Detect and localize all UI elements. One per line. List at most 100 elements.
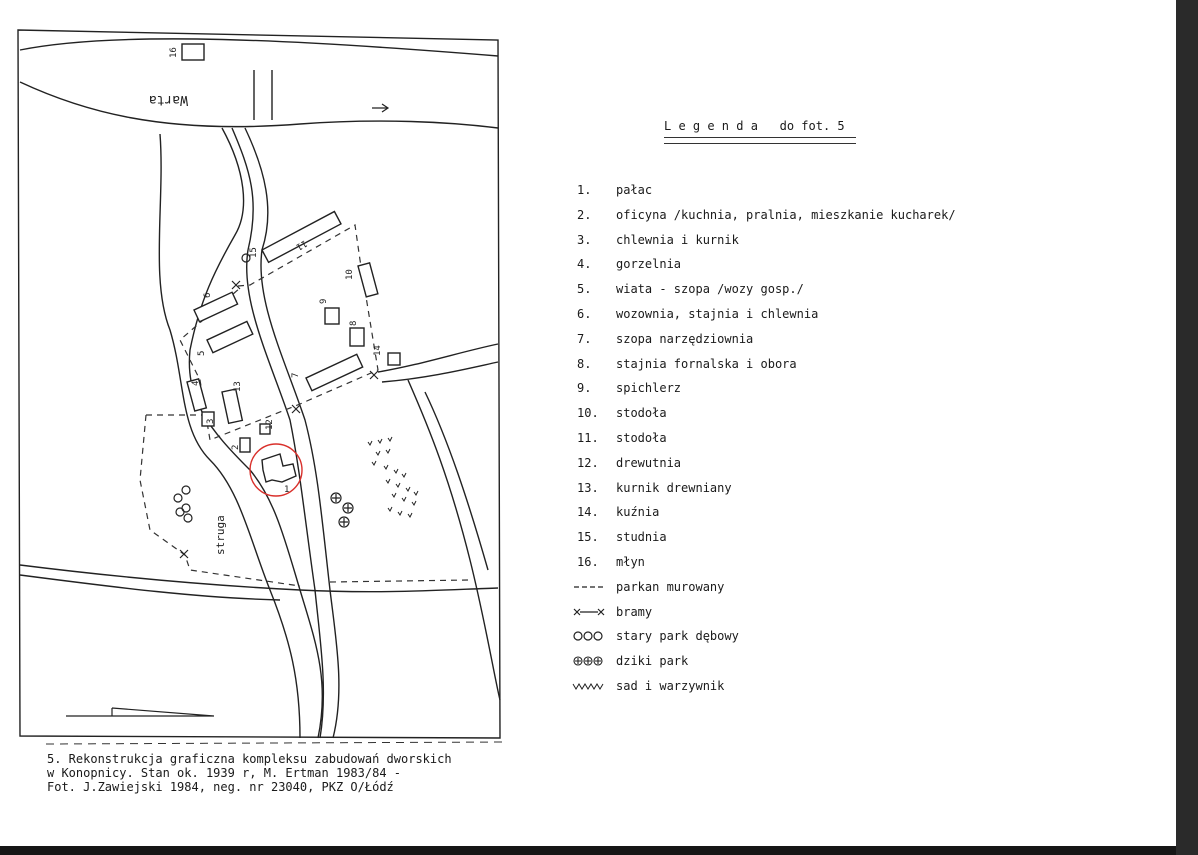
cross-line-icon (572, 602, 614, 622)
label-building-4: 4 (191, 381, 201, 386)
legend-item-text: stodoła (616, 431, 667, 445)
legend-item-number: 11. (577, 431, 599, 445)
label-building-3: 3 (206, 419, 216, 424)
circles-icon (572, 626, 614, 646)
legend-item-text: studnia (616, 530, 667, 545)
river-flow-arrow (372, 103, 390, 113)
legend-item-text: stodoła (616, 406, 667, 421)
label-building-2: 2 (231, 445, 241, 450)
legend-item-text: drewutnia (616, 455, 682, 470)
river-label: Warta (149, 92, 188, 107)
building-10 (357, 262, 379, 298)
crossed-circles-icon (572, 651, 614, 671)
figure-caption: 5. Rekonstrukcja graficzna kompleksu zab… (47, 752, 452, 794)
building-11 (261, 210, 342, 264)
label-building-15: 15 (249, 247, 259, 258)
legend-item-text: spichlerz (616, 381, 682, 396)
legend-item-text: stajnia fornalska i obora (616, 356, 797, 371)
legend-symbol-text: sad i warzywnik (616, 679, 725, 693)
legend-item-number: 1. (577, 183, 592, 197)
legend-item-number: 5. (577, 282, 592, 297)
legend-item-number: 13. (577, 480, 599, 495)
stream-bank-west (158, 133, 301, 739)
caption-separator (45, 741, 506, 745)
building-4 (186, 378, 208, 412)
gate-2 (291, 404, 301, 414)
label-building-5: 5 (197, 351, 207, 356)
label-building-8: 8 (349, 321, 359, 326)
building-12 (259, 423, 271, 435)
legend-item-text: pałac (616, 183, 653, 197)
legend-item-number: 4. (577, 257, 592, 272)
building-7 (305, 353, 364, 392)
legend-item-number: 7. (577, 331, 592, 346)
road-east (377, 343, 499, 383)
legend-item-number: 6. (577, 307, 592, 321)
building-2 (239, 437, 251, 453)
legend-item-number: 10. (577, 406, 599, 421)
legend-item-number: 15. (577, 530, 599, 545)
legend-symbol-text: stary park dębowy (616, 629, 739, 644)
river-bank-north (19, 38, 499, 57)
legend-title: L e g e n d a do fot. 5 (664, 119, 845, 133)
map-frame (17, 29, 501, 739)
legend-item-number: 12. (577, 455, 599, 470)
gate-1 (231, 280, 241, 290)
label-building-1: 1 (284, 485, 289, 495)
field-boundary-south (19, 564, 499, 601)
legend-item-number: 16. (577, 555, 599, 569)
building-16 (181, 43, 205, 61)
caption-line-3: Fot. J.Zawiejski 1984, neg. nr 23040, PK… (47, 780, 394, 794)
label-building-13: 13 (233, 381, 243, 392)
building-3 (201, 411, 215, 427)
gate-4 (179, 549, 189, 559)
label-building-6: 6 (203, 293, 213, 298)
legend-item-number: 3. (577, 232, 592, 247)
legend-item-text: kuźnia (616, 505, 660, 520)
wall-south (139, 414, 471, 587)
label-building-10: 10 (345, 269, 355, 280)
legend-symbol-text: dziki park (616, 654, 689, 669)
road-east-edge (244, 127, 340, 739)
scale-bar (66, 707, 215, 717)
caption-line-2: w Konopnicy. Stan ok. 1939 r, M. Ertman … (47, 766, 402, 780)
legend-item-text: chlewnia i kurnik (616, 232, 739, 247)
label-building-11: 11 (294, 237, 308, 251)
legend-item-text: wozownia, stajnia i chlewnia (616, 307, 819, 321)
stream-label: struga (214, 515, 227, 555)
wall-north (179, 224, 379, 441)
building-9 (324, 307, 340, 325)
site-map: Warta struga 16 11 15 6 10 9 8 5 14 7 4 … (17, 29, 506, 745)
scan-edge-right (1176, 0, 1198, 855)
road-south-east (407, 379, 501, 701)
label-building-16: 16 (169, 47, 179, 58)
building-8 (349, 327, 365, 347)
building-13 (221, 388, 244, 425)
well-15 (241, 253, 251, 263)
building-5 (206, 320, 254, 354)
label-building-9: 9 (319, 299, 329, 304)
label-building-14: 14 (373, 345, 383, 356)
legend-symbol-text: bramy (616, 604, 653, 619)
legend-item-text: oficyna /kuchnia, pralnia, mieszkanie ku… (616, 207, 956, 222)
legend-item-text: szopa narzędziownia (616, 331, 754, 346)
river-bank-south (19, 81, 499, 129)
caption-line-1: 5. Rekonstrukcja graficzna kompleksu zab… (47, 752, 452, 766)
legend-symbol-text: parkan murowany (616, 579, 725, 594)
legend-item-number: 2. (577, 207, 592, 222)
legend-item-text: gorzelnia (616, 257, 682, 272)
label-building-7: 7 (291, 373, 301, 378)
legend-item-text: wiata - szopa /wozy gosp./ (616, 282, 804, 297)
building-1-palace (261, 453, 297, 483)
mill-channel (253, 70, 273, 120)
gate-3 (369, 370, 379, 380)
dashed-line-icon (572, 577, 614, 597)
label-building-12: 12 (265, 419, 275, 430)
legend-item-text: młyn (616, 555, 645, 569)
scan-edge-bottom (0, 846, 1198, 855)
road-west-edge (231, 127, 325, 739)
building-14 (387, 352, 401, 366)
legend-item-number: 14. (577, 505, 599, 520)
legend-title-underline (664, 137, 856, 144)
palace-highlight (249, 443, 303, 497)
